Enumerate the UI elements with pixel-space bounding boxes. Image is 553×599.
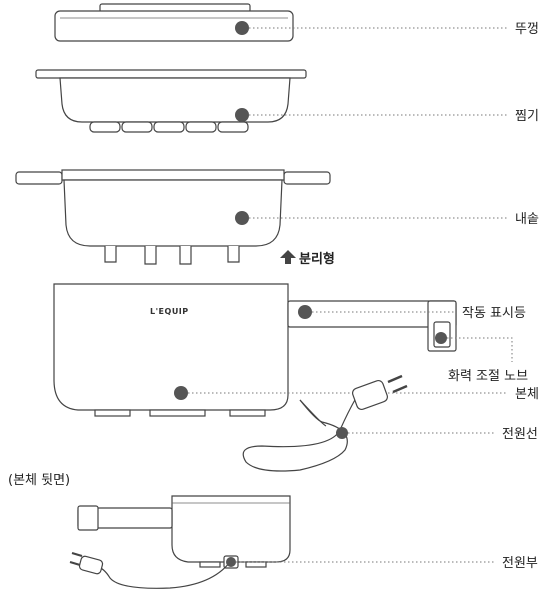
indicator-label: 작동 표시등 <box>462 306 526 321</box>
brand-logo: L'EQUIP <box>150 307 189 316</box>
indicator-marker <box>298 305 312 319</box>
rear-body-part <box>77 495 291 569</box>
body-marker <box>174 386 188 400</box>
rear-view-caption: (본체 뒷면) <box>8 473 70 488</box>
inner-pot-part <box>15 169 331 265</box>
lid-marker <box>235 21 249 35</box>
up-arrow-icon <box>280 250 296 264</box>
steamer-marker <box>235 108 249 122</box>
heat-knob-label: 화력 조절 노브 <box>448 369 528 384</box>
lid-label: 뚜껑 <box>515 22 539 37</box>
power-port-marker <box>226 557 236 567</box>
power-cord-label: 전원선 <box>502 427 538 442</box>
heat-knob-leader <box>447 337 513 362</box>
steamer-part <box>35 69 307 133</box>
lid-part <box>54 3 294 42</box>
detachable-label: 분리형 <box>299 251 335 267</box>
power-cord-marker <box>336 427 348 439</box>
main-body-part <box>53 283 457 417</box>
rear-power-cord <box>69 551 231 589</box>
body-label: 본체 <box>515 387 539 402</box>
inner-pot-marker <box>235 211 249 225</box>
inner-pot-label: 내솥 <box>515 212 539 227</box>
steamer-label: 찜기 <box>515 109 539 124</box>
power-port-label: 전원부 <box>502 556 538 571</box>
heat-knob-marker <box>435 332 447 344</box>
